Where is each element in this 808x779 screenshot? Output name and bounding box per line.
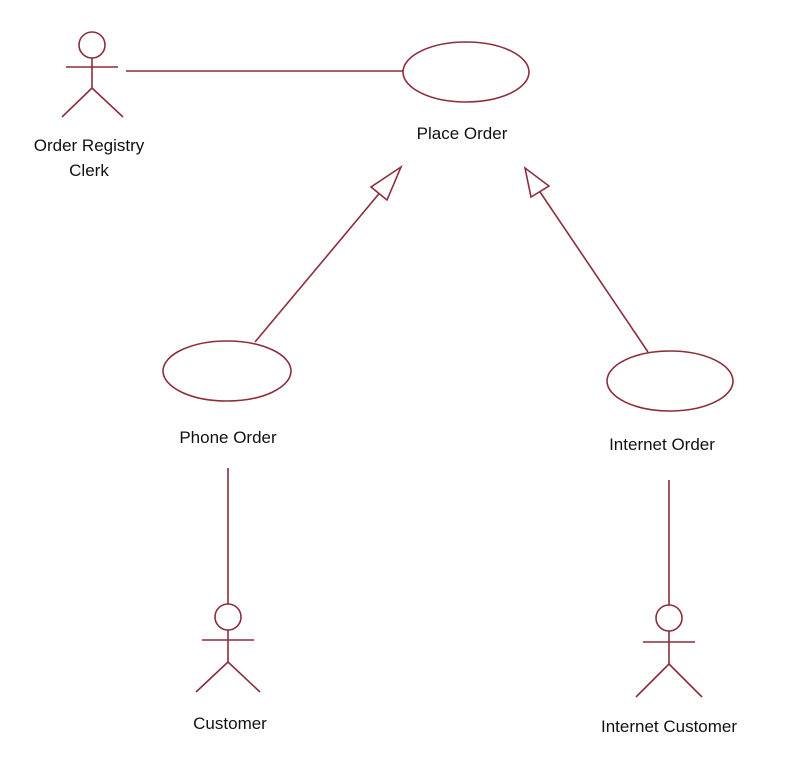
actor-left-leg bbox=[61, 87, 93, 118]
actor-head bbox=[214, 603, 242, 631]
actor-customer[interactable] bbox=[195, 603, 261, 693]
actor-label-order-registry-clerk: Order Registry Clerk bbox=[34, 133, 145, 183]
actor-right-leg bbox=[91, 87, 124, 118]
use-case-phone-order[interactable] bbox=[162, 340, 292, 402]
actor-left-leg bbox=[635, 663, 670, 698]
actor-label-line: Order Registry bbox=[33, 136, 145, 155]
generalization-arrowhead-icon bbox=[369, 164, 403, 202]
actor-right-leg bbox=[227, 661, 261, 693]
actor-label-line: Clerk bbox=[69, 161, 109, 180]
actor-label-customer: Customer bbox=[193, 714, 267, 733]
actor-head bbox=[78, 31, 106, 59]
use-case-internet-order[interactable] bbox=[606, 350, 734, 412]
actor-head bbox=[655, 604, 683, 632]
actor-left-leg bbox=[195, 661, 229, 693]
actor-order-registry-clerk[interactable] bbox=[61, 31, 124, 118]
actor-label-internet-customer: Internet Customer bbox=[600, 717, 738, 736]
use-case-place-order[interactable] bbox=[402, 41, 530, 103]
use-case-label-internet-order: Internet Order bbox=[609, 435, 715, 454]
use-case-label-place-order: Place Order bbox=[416, 124, 508, 143]
generalization-arrowhead-icon bbox=[523, 166, 551, 199]
generalization-internet-to-place-line[interactable] bbox=[537, 188, 649, 353]
actor-internet-customer[interactable] bbox=[635, 604, 703, 698]
generalization-phone-to-place-line[interactable] bbox=[254, 182, 389, 343]
actor-right-leg bbox=[668, 663, 703, 698]
use-case-label-phone-order: Phone Order bbox=[179, 428, 277, 447]
